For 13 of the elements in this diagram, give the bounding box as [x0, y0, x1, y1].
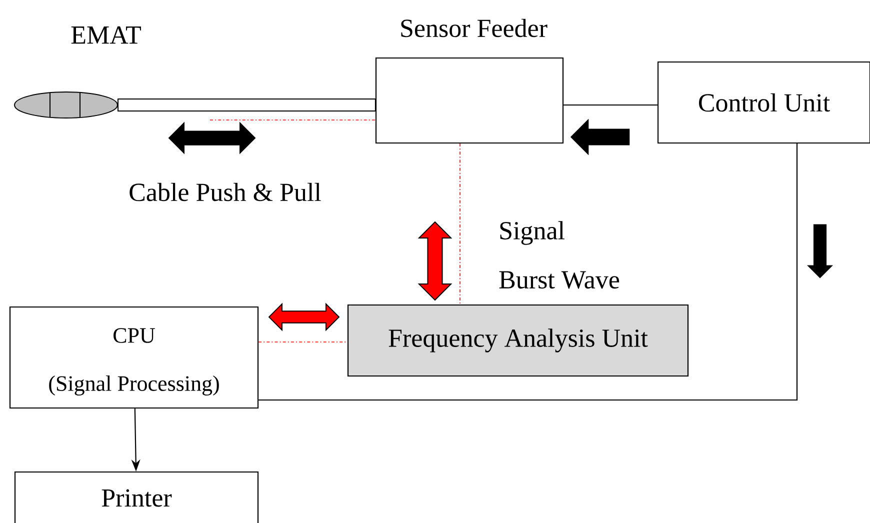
node-label: EMAT	[71, 26, 141, 44]
node-label: Sensor Feeder	[401, 18, 548, 38]
block-box: Printer	[14, 471, 259, 523]
block-box: Sensor Feeder	[375, 18, 564, 144]
shaded-box: Frequency Analysis Unit	[347, 304, 689, 377]
cable	[118, 98, 376, 112]
block-box: CPU (Signal Processing)	[9, 306, 259, 409]
label-text: Cable Push & Pull	[130, 182, 321, 202]
label-text: Signal	[500, 221, 564, 245]
block-box: Control Unit	[657, 61, 870, 144]
connector-line	[258, 144, 798, 401]
connector-line	[564, 104, 658, 106]
probe-drawing: EMAT	[14, 26, 141, 118]
